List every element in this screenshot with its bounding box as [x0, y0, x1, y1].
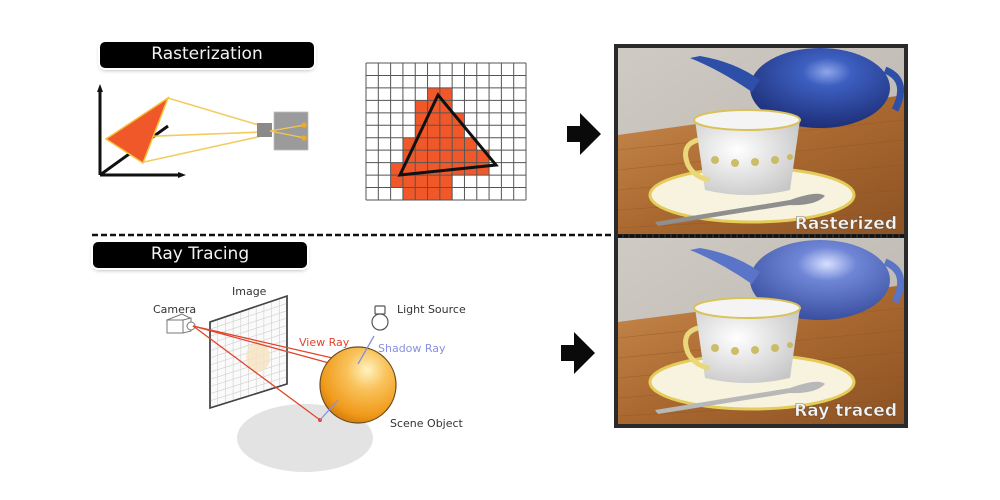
filled-pixel	[464, 137, 477, 151]
filled-pixel	[427, 125, 440, 138]
teapot-handle	[883, 258, 904, 304]
filled-pixel	[402, 187, 416, 200]
teacup	[695, 120, 800, 195]
filled-pixel	[415, 187, 428, 200]
filled-pixel	[439, 87, 453, 101]
view-rays	[192, 325, 351, 421]
filled-pixel	[439, 125, 453, 138]
filled-pixel	[415, 137, 428, 151]
camera-label: Camera	[153, 303, 196, 316]
filled-pixel	[427, 150, 440, 163]
ray-tracing-diagram: Camera Image Light Source View Ray Shado…	[153, 285, 466, 472]
filled-pixel	[452, 150, 465, 163]
filled-pixel	[439, 137, 453, 151]
filled-pixel	[415, 100, 428, 113]
rasterized-render: Rasterized	[618, 48, 904, 234]
teapot	[750, 48, 890, 128]
view-ray-label: View Ray	[299, 336, 350, 349]
ray-traced-caption: Ray traced	[794, 401, 897, 421]
shadow-ray-label: Shadow Ray	[378, 342, 446, 355]
projected-object	[246, 342, 270, 372]
camera-lens-box	[257, 123, 272, 137]
filled-pixel	[439, 150, 453, 163]
raster-projection-diagram	[97, 84, 309, 178]
filled-pixel	[390, 175, 403, 188]
object-shadow	[237, 404, 373, 472]
image-label: Image	[232, 285, 267, 298]
scene-object-sphere	[319, 346, 397, 424]
cup-handle	[683, 325, 711, 371]
teapot-handle	[883, 66, 904, 112]
camera-icon	[165, 313, 196, 334]
light-source-label: Light Source	[397, 303, 466, 316]
triangle-outline	[397, 92, 499, 177]
camera-internal-rays	[269, 124, 306, 139]
y-axis-arrowhead	[97, 84, 103, 92]
raster-grid	[365, 62, 527, 201]
filled-pixel	[452, 137, 465, 151]
filled-pixel	[439, 175, 453, 188]
scene-object-label: Scene Object	[390, 417, 464, 430]
filled-pixel	[464, 150, 477, 163]
filled-pixel	[415, 175, 428, 188]
rasterized-caption: Rasterized	[795, 214, 897, 234]
sensor-point	[301, 135, 307, 141]
sensor-point	[301, 122, 307, 128]
render-comparison-frame: Rasterized Ray traced	[614, 44, 908, 428]
filled-pixel	[415, 150, 428, 163]
camera-body-icon	[273, 111, 309, 151]
image-plane	[209, 294, 288, 410]
cup-floral-pattern	[711, 154, 793, 167]
cup-handle	[683, 137, 711, 183]
teapot	[750, 240, 890, 320]
filled-pixel	[439, 112, 453, 126]
x-axis-arrowhead	[178, 172, 186, 178]
filled-pixel	[439, 187, 453, 200]
shadow-rays	[319, 335, 375, 421]
cup-floral-pattern	[711, 342, 793, 355]
right-arrow-icon	[567, 113, 601, 155]
teacup	[695, 308, 800, 383]
spoon	[655, 193, 825, 226]
ray-traced-render: Ray traced	[618, 238, 904, 424]
filled-pixel	[427, 187, 440, 200]
teapot-spout	[690, 248, 760, 284]
ray-tracing-title: Ray Tracing	[93, 242, 307, 268]
rasterization-title: Rasterization	[100, 42, 314, 68]
filled-pixel	[427, 175, 440, 188]
projected-triangle	[104, 96, 170, 165]
light-bulb-icon	[371, 305, 389, 331]
spoon	[655, 381, 825, 414]
filled-pixel	[427, 137, 440, 151]
filled-pixel	[452, 125, 465, 138]
filled-pixel	[402, 175, 416, 188]
filled-pixel	[427, 112, 440, 126]
right-arrow-icon	[561, 332, 595, 374]
teapot-spout	[690, 56, 760, 92]
